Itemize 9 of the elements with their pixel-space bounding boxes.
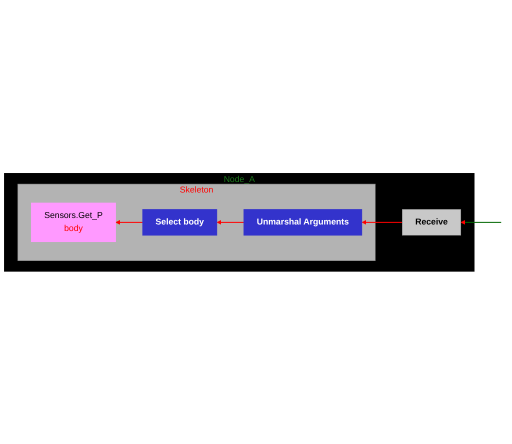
node-box	[244, 208, 362, 236]
arrow	[362, 220, 402, 224]
node-box	[142, 208, 218, 236]
cluster	[18, 183, 376, 261]
node-box	[402, 208, 462, 236]
arrow	[460, 220, 502, 224]
arrow	[216, 220, 244, 224]
arrow	[115, 220, 143, 224]
node-box	[31, 202, 116, 242]
